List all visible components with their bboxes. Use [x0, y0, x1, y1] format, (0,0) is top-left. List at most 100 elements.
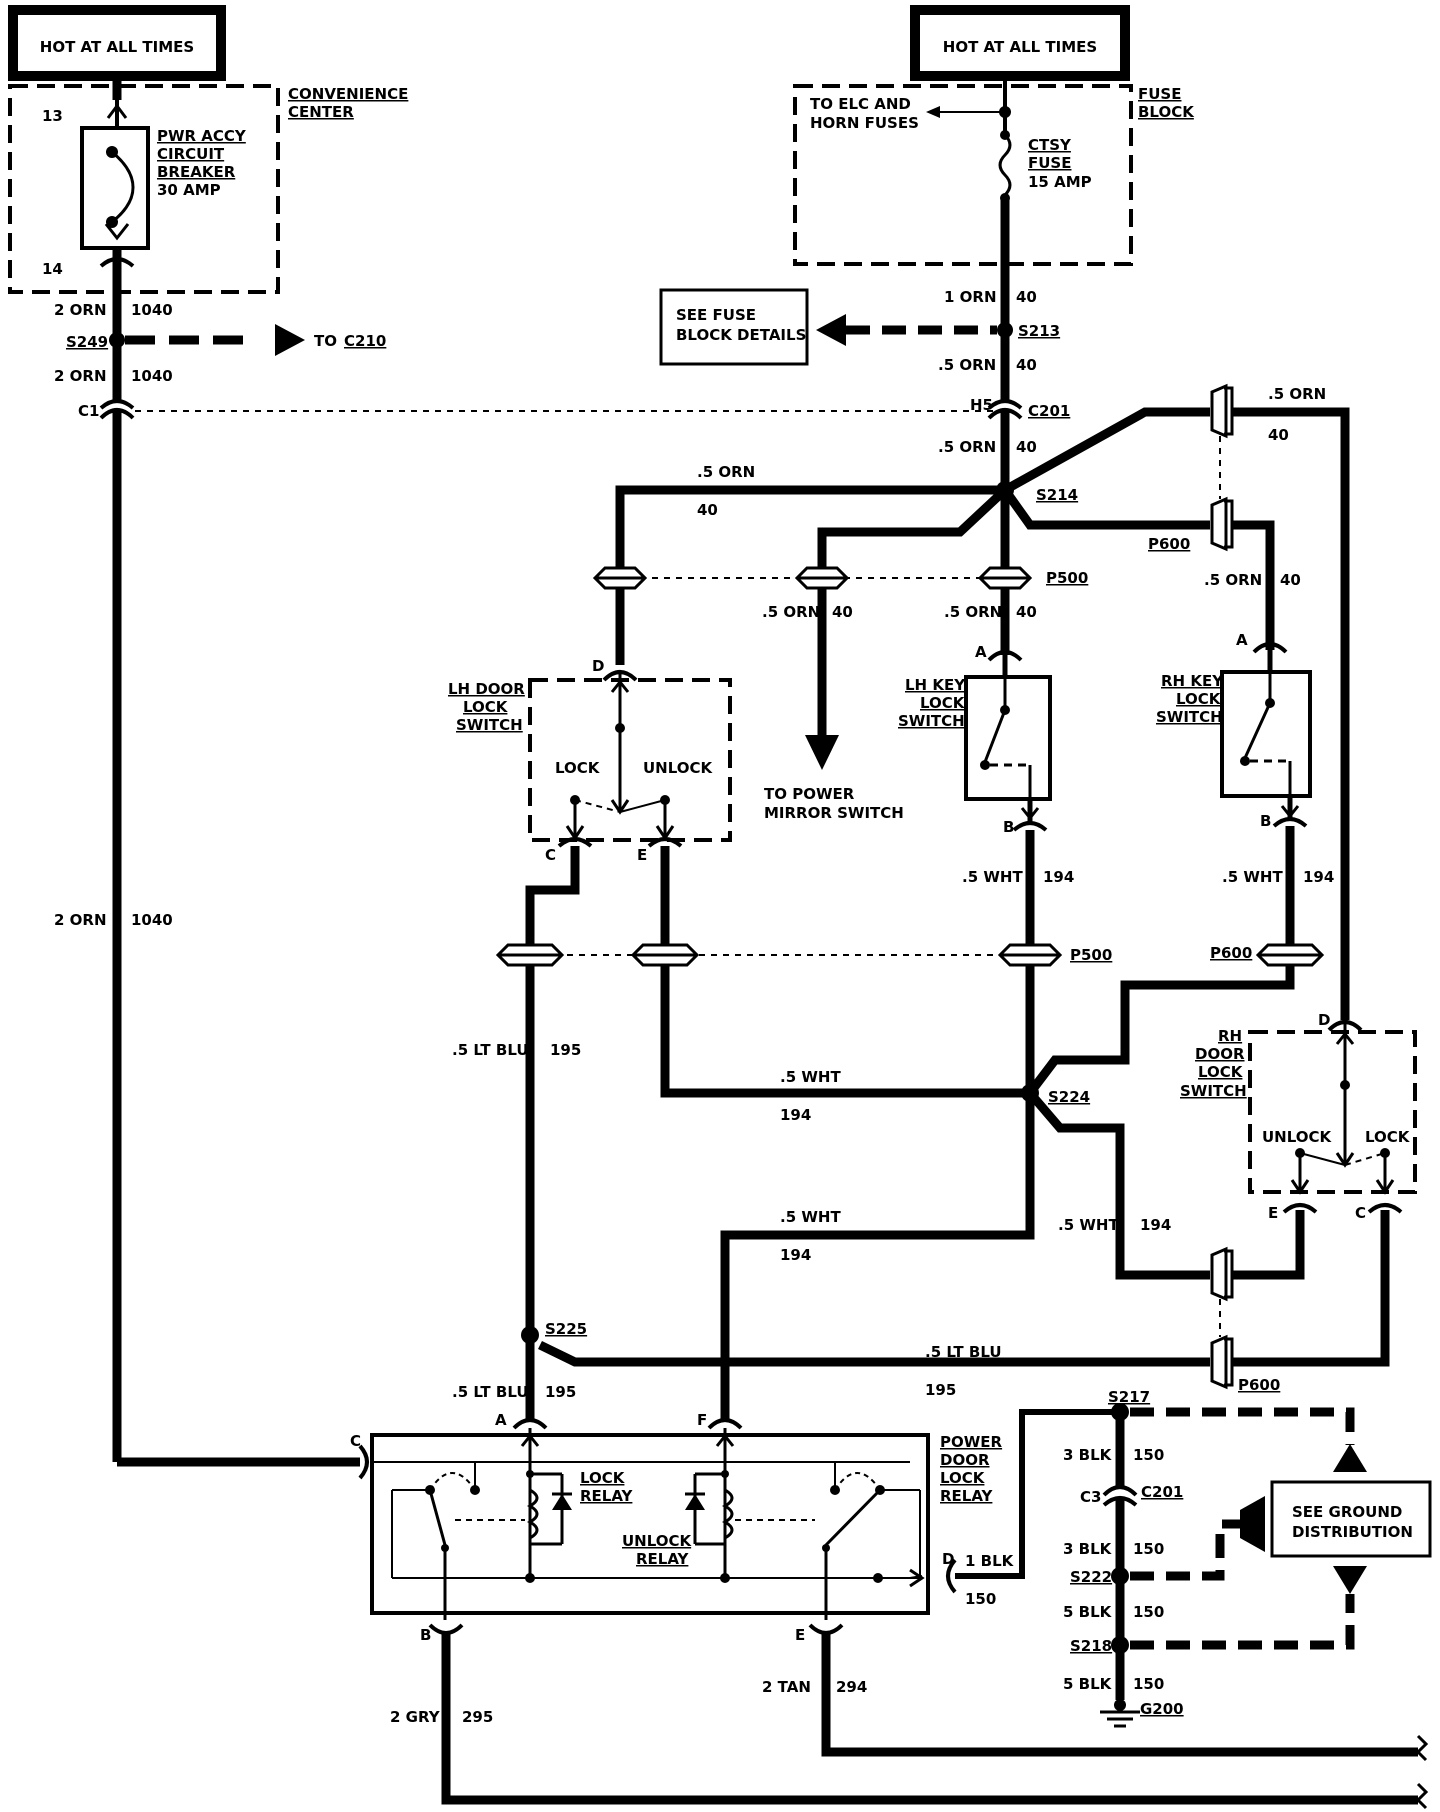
- circuit-295-label: 295: [462, 1708, 493, 1726]
- circuit-1040-label-2: 1040: [131, 367, 173, 385]
- connector-p500-label-1: P500: [1046, 569, 1088, 587]
- wire-2orn-label-1: 2 ORN: [54, 301, 107, 319]
- fuse-label-1: CTSY: [1028, 136, 1072, 154]
- breaker-pin-14: 14: [42, 260, 63, 278]
- connector-p600-label-2: P600: [1210, 944, 1252, 962]
- see-ground-label-1: SEE GROUND: [1292, 1503, 1402, 1521]
- wire-05wht-label-5: .5 WHT: [1058, 1216, 1119, 1234]
- lh-door-switch-label-3: SWITCH: [456, 716, 523, 734]
- circuit-194-label-4: 194: [780, 1246, 811, 1264]
- wire-05ltblu-label-1: .5 LT BLU: [452, 1041, 529, 1059]
- to-mirror-label-1: TO POWER: [764, 785, 855, 803]
- circuit-195-label-2: 195: [925, 1381, 956, 1399]
- fuse-block-label-2: BLOCK: [1138, 103, 1195, 121]
- p500-connector-lower: [495, 943, 1325, 967]
- fuse-label-3: 15 AMP: [1028, 173, 1092, 191]
- rh-key-pin-b: B: [1260, 812, 1271, 830]
- splice-s218-label: S218: [1070, 1637, 1112, 1655]
- to-c210-prefix: TO: [314, 332, 337, 350]
- connector-p500-label-2: P500: [1070, 946, 1112, 964]
- circuit-40-label-1: 40: [1016, 288, 1037, 306]
- lh-key-pin-a: A: [975, 643, 987, 661]
- rh-door-pin-e: E: [1268, 1204, 1278, 1222]
- splice-s225-label: S225: [545, 1320, 587, 1338]
- lh-door-lock-switch: LH DOOR LOCK SWITCH D LOCK UNLOCK C E: [448, 657, 732, 864]
- to-c210-ref: C210: [344, 332, 386, 350]
- fuse-label-2: FUSE: [1028, 154, 1071, 172]
- wire-to-rh-key-switch: [1232, 520, 1275, 650]
- breaker-pin-13: 13: [42, 107, 63, 125]
- right-supply-title: HOT AT ALL TIMES: [943, 38, 1097, 56]
- rh-door-switch-label-3: LOCK: [1198, 1063, 1244, 1081]
- relay-pin-b: B: [420, 1626, 431, 1644]
- wire-lh-door-e-unlock: [660, 846, 1030, 1098]
- rh-door-pin-c: C: [1355, 1204, 1366, 1222]
- lh-key-switch-label-2: LOCK: [920, 694, 966, 712]
- unlock-relay-label-1: UNLOCK: [622, 1532, 693, 1550]
- ctsy-feed-wire: [987, 198, 1023, 490]
- lock-relay-label-1: LOCK: [580, 1469, 626, 1487]
- wire-05wht-label-1: .5 WHT: [780, 1068, 841, 1086]
- relay-label-3: LOCK: [940, 1469, 986, 1487]
- rh-key-switch-label-2: LOCK: [1176, 690, 1222, 708]
- circuit-194-label-2: 194: [1043, 868, 1074, 886]
- splice-s214-label: S214: [1036, 486, 1078, 504]
- lh-key-pin-b: B: [1003, 818, 1014, 836]
- rh-key-switch-label-3: SWITCH: [1156, 708, 1223, 726]
- fuse-block-label-1: FUSE: [1138, 85, 1181, 103]
- wire-2tan-label: 2 TAN: [762, 1678, 811, 1696]
- breaker-label-3: BREAKER: [157, 163, 236, 181]
- wire-05orn-label-6: .5 ORN: [1268, 385, 1326, 403]
- unlock-relay-label-2: RELAY: [636, 1550, 690, 1568]
- rh-door-pin-d: D: [1318, 1011, 1330, 1029]
- wire-to-mirror-switch: [817, 486, 1009, 735]
- splice-s218: [1111, 1636, 1129, 1654]
- see-fuse-label-1: SEE FUSE: [676, 306, 756, 324]
- wire-05ltblu-label-2: .5 LT BLU: [925, 1343, 1002, 1361]
- wire-to-p600-mid: [1001, 487, 1210, 530]
- rh-door-switch-label-4: SWITCH: [1180, 1082, 1247, 1100]
- convenience-center-label-2: CENTER: [288, 103, 354, 121]
- wire-rh-door-c-lock: [1232, 1210, 1390, 1367]
- lh-door-pin-d: D: [592, 657, 604, 675]
- see-ground-label-2: DISTRIBUTION: [1292, 1523, 1413, 1541]
- breaker-label-4: 30 AMP: [157, 181, 221, 199]
- to-elc-label-2: HORN FUSES: [810, 114, 919, 132]
- lh-door-switch-label-1: LH DOOR: [448, 680, 525, 698]
- see-fuse-block-details: SEE FUSE BLOCK DETAILS: [659, 288, 997, 366]
- circuit-150-label-2: 150: [1133, 1446, 1164, 1464]
- circuit-194-label-3: 194: [1303, 868, 1334, 886]
- convenience-center-label-1: CONVENIENCE: [288, 85, 408, 103]
- splice-s217-label: S217: [1108, 1388, 1150, 1406]
- rh-key-lock-switch: A RH KEY LOCK SWITCH B: [1156, 631, 1312, 830]
- ground-g200: [1114, 1699, 1126, 1711]
- circuit-40-label-7: 40: [1268, 426, 1289, 444]
- lh-door-pin-e: E: [637, 846, 647, 864]
- splice-s222: [1111, 1567, 1129, 1585]
- connector-c1-label: C1: [78, 402, 99, 420]
- left-supply-box: HOT AT ALL TIMES: [8, 5, 226, 81]
- wire-2orn-label-2: 2 ORN: [54, 367, 107, 385]
- p600-connector-lower: [1210, 1246, 1234, 1390]
- ground-distribution-links: SEE GROUND DISTRIBUTION: [1130, 1407, 1432, 1650]
- circuit-breaker-body: [80, 126, 150, 250]
- wire-p600-to-rh-door-e: [1232, 1210, 1305, 1280]
- wire-relay-b-output: [441, 1632, 1418, 1805]
- circuit-1040-label-3: 1040: [131, 911, 173, 929]
- relay-label-2: DOOR: [940, 1451, 990, 1469]
- fuse-block: FUSE BLOCK TO ELC AND HORN FUSES CTSY FU…: [793, 76, 1195, 266]
- relay-pin-e: E: [795, 1626, 805, 1644]
- rh-door-lock-switch: RH DOOR LOCK SWITCH D UNLOCK LOCK E C: [1180, 1011, 1417, 1222]
- convenience-center: CONVENIENCE CENTER 13 14 PWR ACCY CIRCUI…: [8, 84, 408, 294]
- wire-05wht-label-4: .5 WHT: [780, 1208, 841, 1226]
- p600-connector-upper: [1210, 383, 1234, 552]
- power-door-lock-relay: POWER DOOR LOCK RELAY A F C D B E LOCK R…: [350, 1411, 1003, 1644]
- circuit-40-label-2: 40: [1016, 356, 1037, 374]
- wire-s224-to-p600: [1026, 1090, 1210, 1280]
- relay-label-4: RELAY: [940, 1487, 994, 1505]
- splice-s224-label: S224: [1048, 1088, 1090, 1106]
- lh-key-lock-switch: A LH KEY LOCK SWITCH B: [898, 643, 1052, 836]
- circuit-150-label-5: 150: [1133, 1675, 1164, 1693]
- circuit-150-label-4: 150: [1133, 1603, 1164, 1621]
